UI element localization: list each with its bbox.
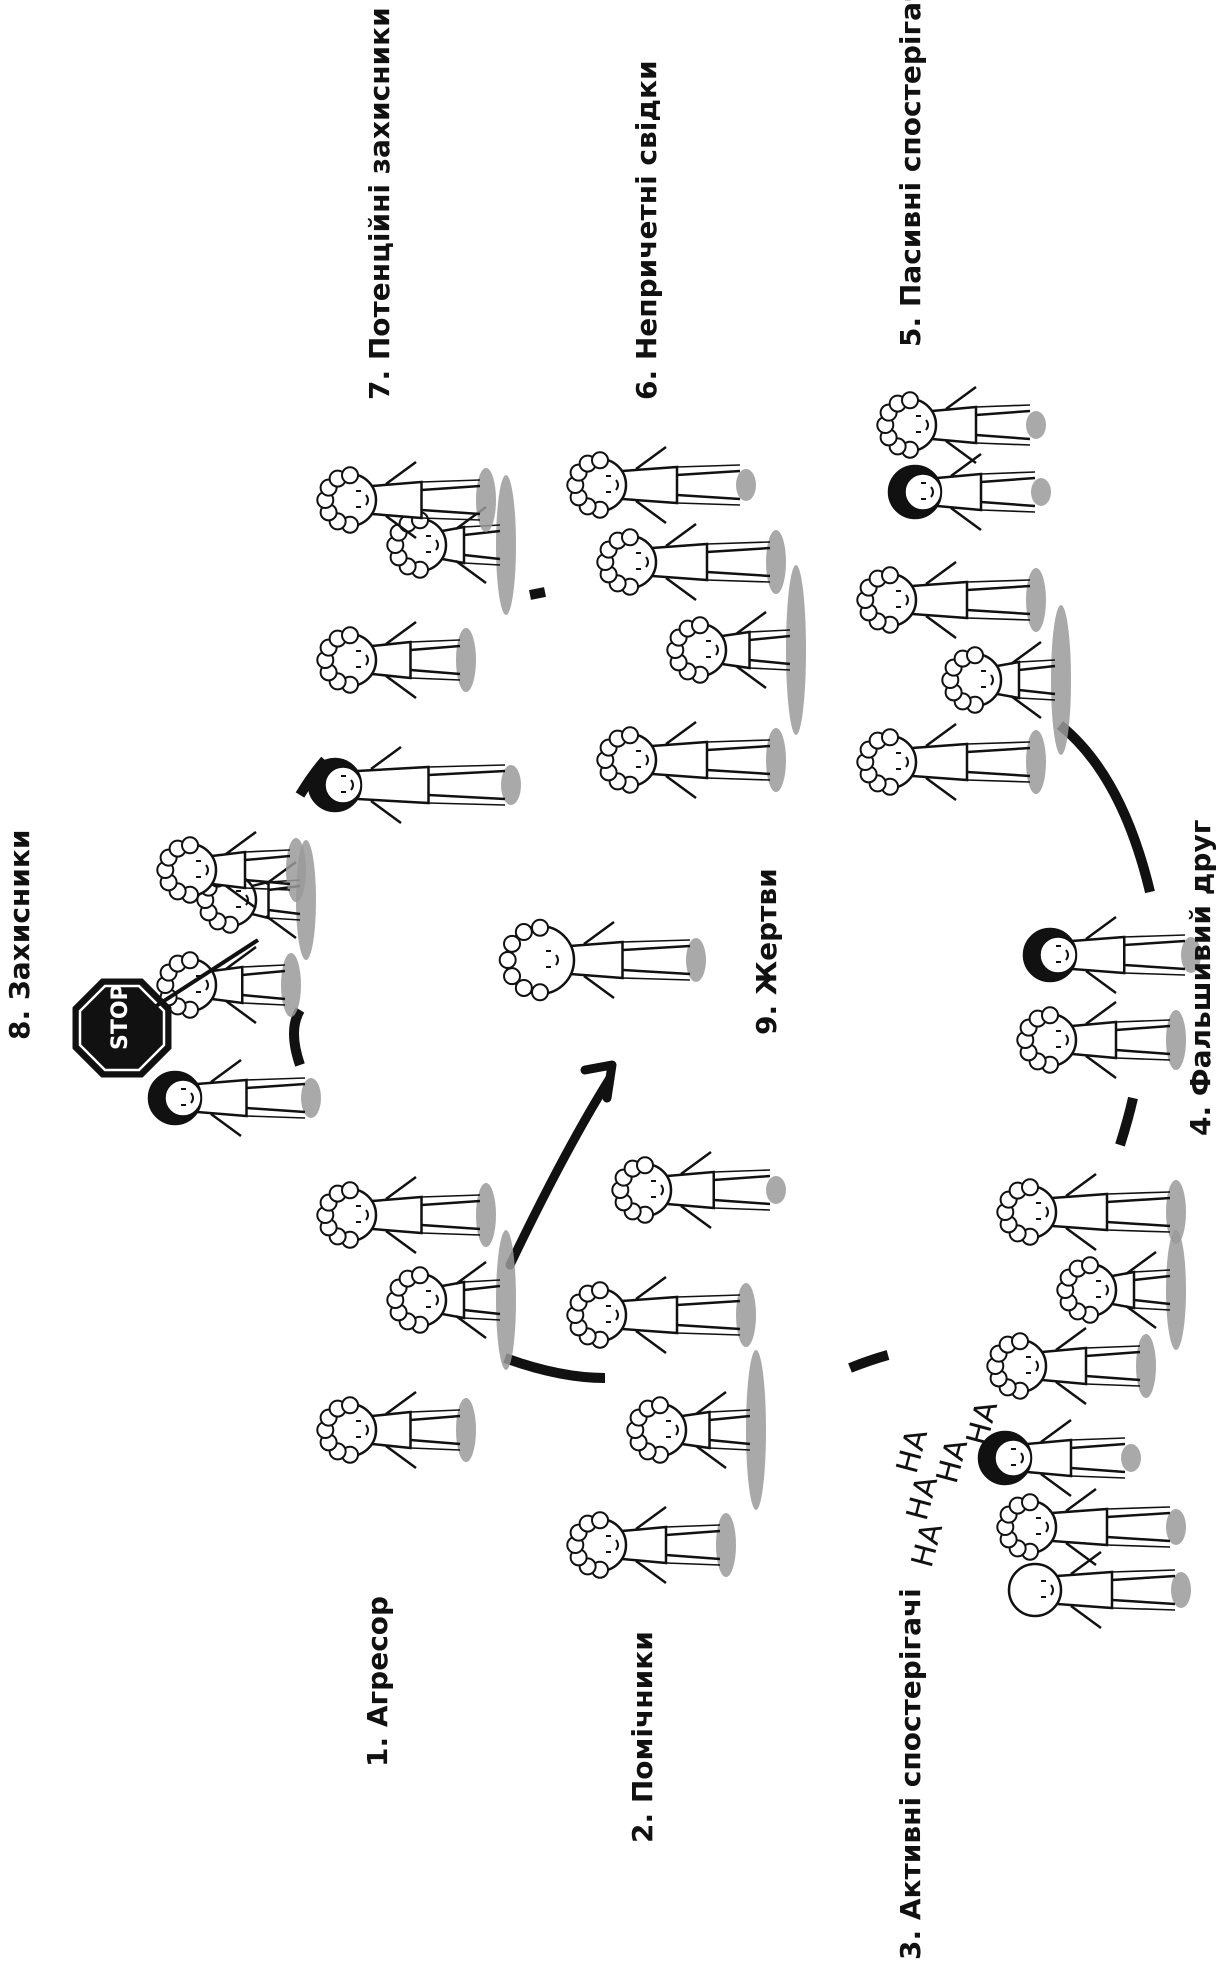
arc-aggressor-to-helpers	[503, 1353, 606, 1383]
figure-helper-1	[566, 1505, 736, 1585]
figure-false-friend-victim	[1016, 1000, 1186, 1080]
stop-sign-pole	[148, 938, 260, 1012]
figure-active-2	[996, 1487, 1186, 1567]
label-helpers: 2. Помічники	[626, 1631, 659, 1843]
figure-active-5	[996, 1172, 1186, 1252]
figure-helper-3	[611, 1150, 786, 1230]
figure-passive-2	[876, 385, 1046, 465]
figure-active-victim	[1056, 1230, 1186, 1350]
figure-potential-aggr-1	[316, 620, 476, 700]
figure-victim	[498, 918, 706, 1002]
label-victims: 9. Жертви	[750, 868, 783, 1035]
arrow-aggressor-to-victims	[505, 1073, 615, 1270]
label-defenders: 8. Захисники	[3, 829, 36, 1040]
figure-aggressor-1	[316, 1390, 476, 1470]
figure-active-4	[986, 1326, 1156, 1406]
figure-active-3	[977, 1418, 1141, 1498]
figure-aggressor-victim	[386, 1230, 516, 1370]
figure-passive-aggr-2	[856, 560, 1046, 640]
role-cycle-arcs	[289, 587, 1155, 1383]
arc-helpers-to-active	[848, 1350, 890, 1373]
figure-witness-aggr-1	[596, 720, 786, 800]
arc-false-friend-to-passive	[1056, 721, 1155, 894]
figure-helper-victim	[626, 1350, 766, 1510]
stop-sign-icon	[72, 978, 172, 1078]
arc-potential-mark	[529, 587, 546, 600]
arc-defenders-to-aggressor	[289, 1007, 305, 1067]
arc-active-to-false-friend	[1115, 1096, 1138, 1147]
figure-potential-aggr-2	[316, 460, 496, 540]
label-passive-observers: 5. Пасивні спостерігачі	[894, 0, 927, 347]
figure-false-friend	[1022, 915, 1201, 995]
label-active-observers: 3. Активні спостерігачі	[894, 1588, 927, 1960]
figure-passive-1	[887, 452, 1051, 532]
figure-passive-aggr-1	[856, 722, 1046, 802]
figure-aggressor-2	[316, 1175, 496, 1255]
label-uninvolved-witnesses: 6. Непричетні свідки	[630, 60, 663, 400]
label-false-friend: 4. Фальшивий друг	[1184, 819, 1217, 1136]
figure-potential-defender	[307, 745, 521, 825]
figure-active-1	[1007, 1550, 1191, 1630]
figure-defender-1	[147, 1058, 321, 1138]
figure-passive-victim	[941, 605, 1071, 755]
figure-defender-3	[156, 830, 306, 910]
figure-witness-victim	[666, 565, 806, 735]
stop-sign-text: STOP	[108, 984, 133, 1050]
label-potential-defenders: 7. Потенційні захисники	[363, 7, 396, 400]
figure-witness-aggr-2	[596, 522, 786, 602]
label-aggressor: 1. Агресор	[361, 1595, 394, 1767]
figure-witness-1	[566, 445, 756, 525]
arrowhead-icon	[580, 1060, 617, 1103]
figure-helper-2	[566, 1275, 756, 1355]
